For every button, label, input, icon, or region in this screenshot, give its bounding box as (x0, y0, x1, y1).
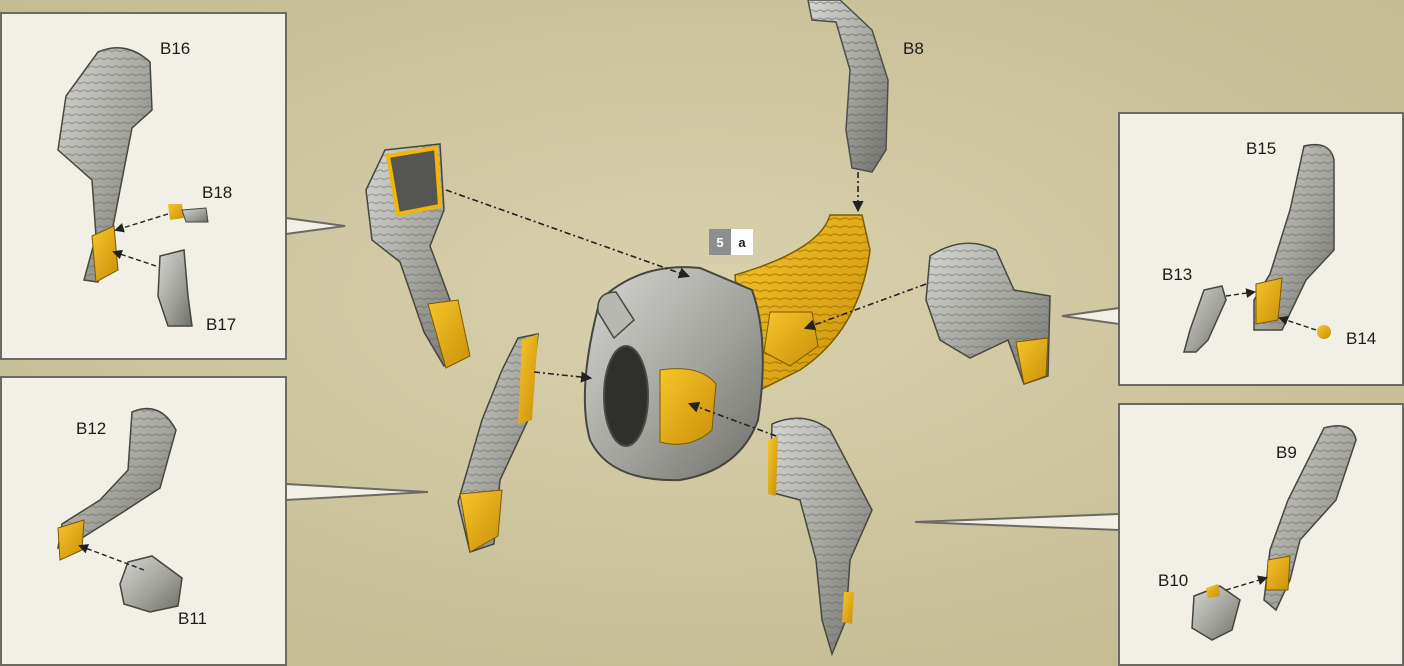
label-b18: B18 (202, 184, 232, 201)
label-b8: B8 (903, 40, 924, 57)
part-b9-limb-assembled (768, 418, 872, 654)
step-number: 5 (709, 229, 731, 255)
label-b15: B15 (1246, 140, 1276, 157)
step-sub-letter: a (731, 229, 753, 255)
part-b15-limb-assembled (926, 243, 1050, 384)
callout-pointer (286, 484, 428, 500)
label-b12: B12 (76, 420, 106, 437)
label-b16: B16 (160, 40, 190, 57)
callout-pointer (1062, 308, 1119, 324)
part-b12-limb-assembled (458, 334, 538, 552)
part-b8-tail (808, 0, 888, 172)
part-b16-limb-assembled (366, 144, 470, 368)
label-b17: B17 (206, 316, 236, 333)
label-b13: B13 (1162, 266, 1192, 283)
step-badge: 5 a (709, 229, 753, 255)
panel1-parts (58, 48, 208, 326)
label-b10: B10 (1158, 572, 1188, 589)
label-b14: B14 (1346, 330, 1376, 347)
callout-pointer (286, 218, 345, 234)
callout-pointer (915, 514, 1119, 530)
label-b9: B9 (1276, 444, 1297, 461)
label-b11: B11 (178, 610, 207, 627)
panel4-parts (1192, 426, 1356, 640)
panel2-parts (58, 409, 182, 612)
panel3-parts (1184, 145, 1334, 352)
